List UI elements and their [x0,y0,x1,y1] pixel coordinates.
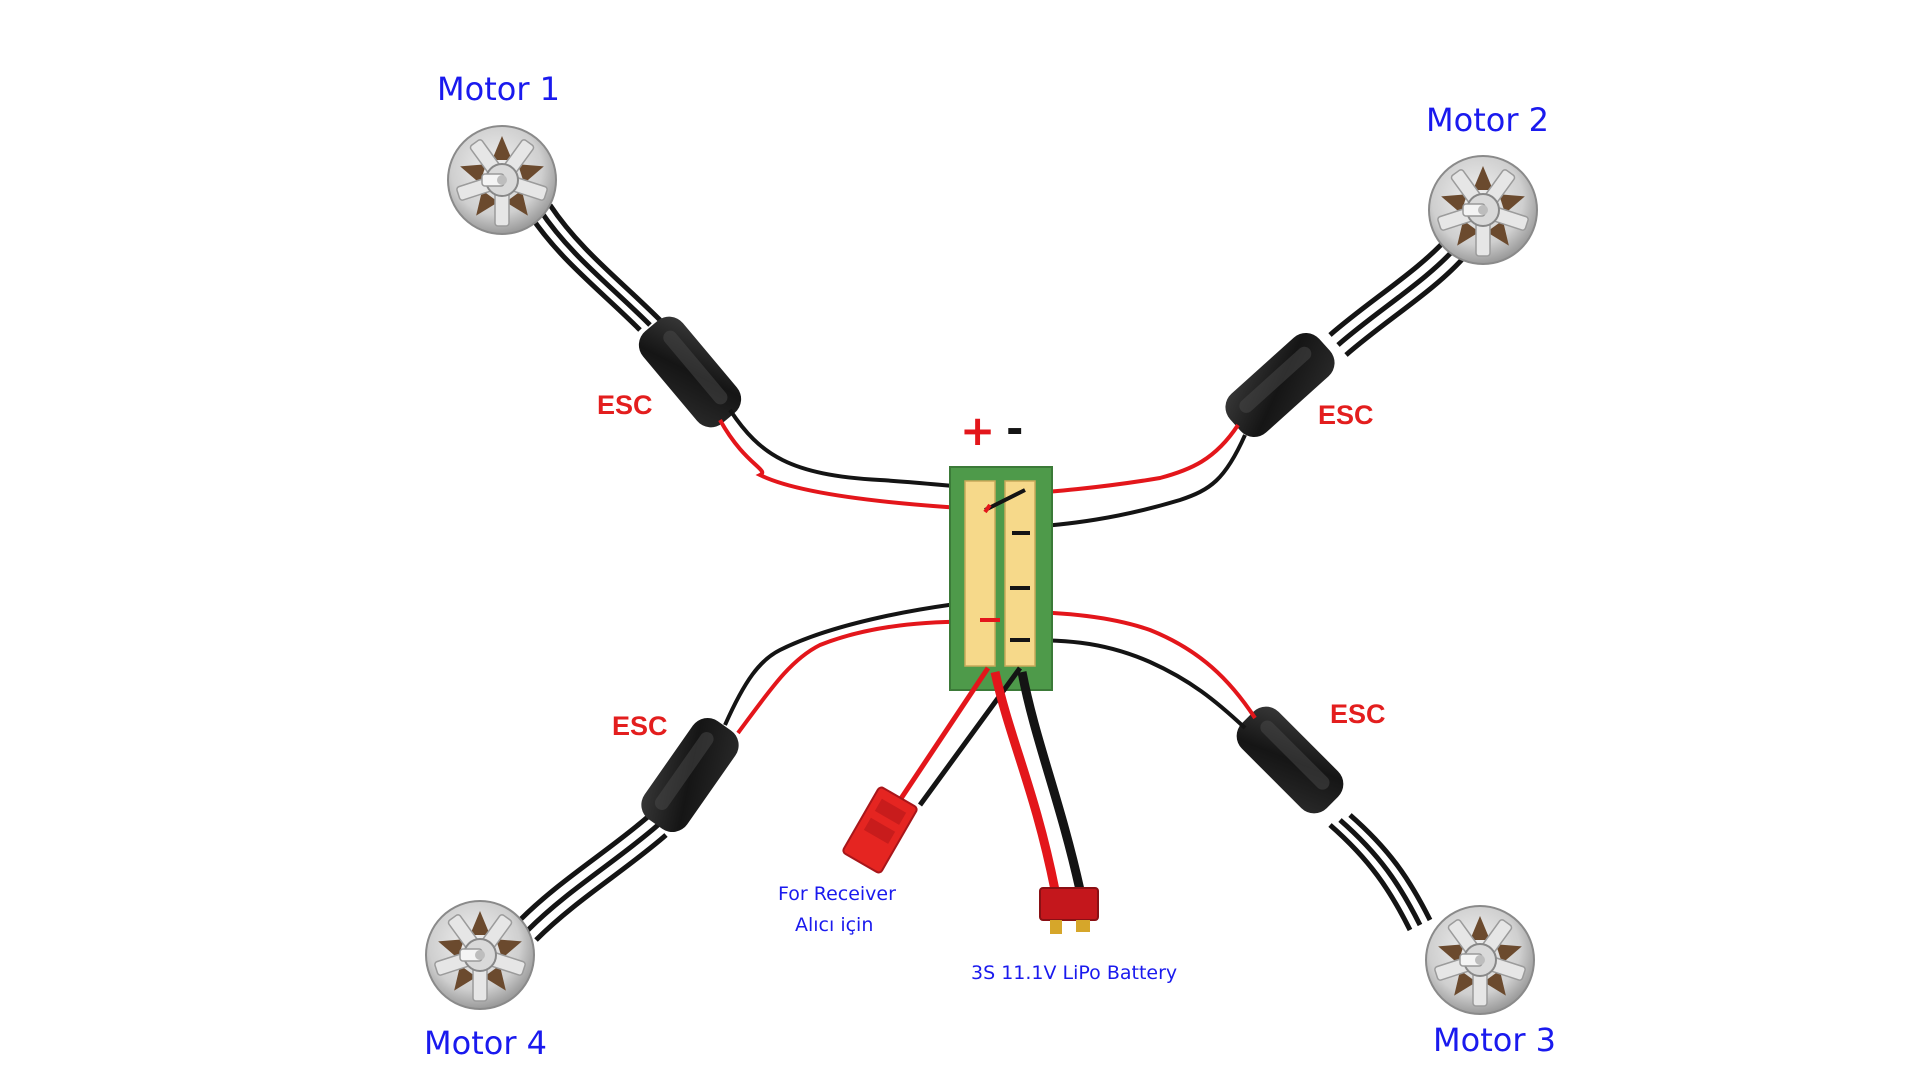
plus-sign: + [960,406,996,455]
receiver-connector [842,666,1023,874]
motor-4-icon [425,900,535,1010]
esc-2 [1225,332,1335,438]
motor-1-assembly [527,203,1021,512]
esc-label-1: ESC [597,390,653,420]
power-distribution-board [949,466,1053,691]
esc-label-2: ESC [1318,400,1374,430]
esc-1 [638,316,742,428]
motor-2-icon [1428,155,1538,265]
esc-4 [641,718,739,832]
motor-1-label: Motor 1 [437,70,560,108]
battery-label: 3S 11.1V LiPo Battery [971,962,1178,984]
battery-connector [990,671,1099,934]
esc-3 [1236,706,1344,814]
motor-4-assembly [518,596,1016,942]
motor-3-assembly [1014,610,1433,932]
motor-1-icon [447,125,557,235]
esc-label-3: ESC [1330,699,1386,729]
receiver-label-en: For Receiver [778,883,896,905]
motor-3-icon [1425,905,1535,1015]
receiver-label-tr: Alıcı için [795,914,874,936]
esc-label-4: ESC [612,711,668,741]
motor-2-assembly [1004,233,1468,530]
motor-2-label: Motor 2 [1426,101,1549,139]
minus-sign: - [1006,404,1024,453]
motor-3-label: Motor 3 [1433,1021,1556,1059]
motor-4-label: Motor 4 [424,1024,547,1062]
